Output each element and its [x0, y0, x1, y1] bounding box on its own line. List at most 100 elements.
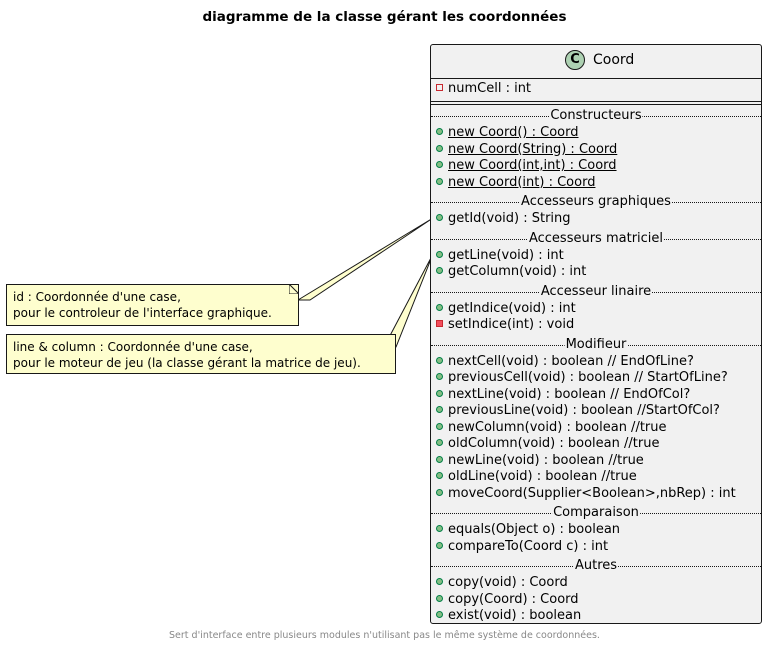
- method-signature: moveCoord(Supplier<Boolean>,nbRep) : int: [448, 485, 736, 501]
- method-row: moveCoord(Supplier<Boolean>,nbRep) : int: [436, 486, 736, 502]
- method-row: new Coord(String) : Coord: [436, 142, 617, 158]
- note-id-line2: pour le controleur de l'interface graphi…: [13, 306, 272, 320]
- public-method-icon: [436, 373, 443, 380]
- section-header: Autres: [431, 558, 761, 574]
- method-row: previousLine(void) : boolean //StartOfCo…: [436, 403, 720, 419]
- note-id: id : Coordonnée d'une case, pour le cont…: [6, 284, 299, 326]
- method-signature: oldColumn(void) : boolean //true: [448, 436, 660, 451]
- method-row: copy(Coord) : Coord: [436, 592, 579, 608]
- method-row: getLine(void) : int: [436, 248, 564, 264]
- method-row: getId(void) : String: [436, 211, 571, 227]
- method-signature: getColumn(void) : int: [448, 264, 587, 279]
- public-method-icon: [436, 525, 443, 532]
- method-signature: getId(void) : String: [448, 211, 571, 226]
- section-header: Constructeurs: [431, 108, 761, 124]
- method-signature: setIndice(int) : void: [448, 317, 575, 332]
- public-method-icon: [436, 472, 443, 479]
- public-method-icon: [436, 455, 443, 463]
- method-row: oldLine(void) : boolean //true: [436, 469, 637, 485]
- method-signature: newLine(void) : boolean //true: [448, 452, 644, 468]
- footer-caption: Sert d'interface entre plusieurs modules…: [169, 630, 600, 641]
- note-line-column: line & column : Coordonnée d'une case, p…: [6, 334, 396, 374]
- public-method-icon: [436, 389, 443, 397]
- method-row: equals(Object o) : boolean: [436, 522, 620, 538]
- note-linecol-line1: line & column : Coordonnée d'une case,: [13, 340, 253, 354]
- field-numcell: numCell : int: [436, 81, 531, 97]
- public-method-icon: [436, 541, 443, 549]
- class-header: C Coord: [431, 45, 761, 78]
- method-signature: new Coord(String) : Coord: [448, 141, 618, 157]
- method-row: new Coord(int) : Coord: [436, 175, 595, 191]
- public-method-icon: [436, 422, 443, 430]
- method-signature: getLine(void) : int: [448, 247, 564, 263]
- fields-divider-bottom: [431, 104, 761, 105]
- public-method-icon: [436, 488, 443, 496]
- method-signature: nextCell(void) : boolean // EndOfLine?: [448, 353, 694, 369]
- method-signature: copy(void) : Coord: [448, 575, 568, 590]
- public-method-icon: [436, 356, 443, 364]
- method-signature: previousCell(void) : boolean // StartOfL…: [448, 370, 728, 385]
- section-header: Accesseurs matriciel: [431, 230, 761, 247]
- section-label: Autres: [573, 558, 619, 574]
- header-divider: [431, 78, 761, 79]
- section-label: Comparaison: [552, 505, 640, 521]
- method-row: oldColumn(void) : boolean //true: [436, 436, 659, 452]
- public-method-icon: [436, 303, 443, 311]
- method-row: getColumn(void) : int: [436, 264, 586, 280]
- method-signature: nextLine(void) : boolean // EndOfCol?: [448, 386, 691, 402]
- diagram-title: diagramme de la classe gérant les coordo…: [202, 9, 567, 25]
- private-field-icon: [436, 84, 443, 91]
- private-method-icon: [436, 320, 443, 327]
- note-id-line1: id : Coordonnée d'une case,: [13, 290, 181, 304]
- section-label: Constructeurs: [549, 108, 643, 124]
- section-label: Accesseur linaire: [539, 283, 653, 300]
- section-header: Modifieur: [431, 336, 761, 353]
- method-signature: copy(Coord) : Coord: [448, 591, 579, 607]
- class-name: Coord: [593, 52, 635, 68]
- section-header: Accesseur linaire: [431, 283, 761, 300]
- public-method-icon: [436, 594, 443, 602]
- method-row: new Coord() : Coord: [436, 125, 579, 141]
- method-row: setIndice(int) : void: [436, 317, 574, 333]
- class-stereotype-icon: C: [565, 50, 585, 70]
- method-signature: oldLine(void) : boolean //true: [448, 469, 637, 484]
- method-signature: new Coord(int,int) : Coord: [448, 158, 617, 173]
- section-label: Accesseurs graphiques: [520, 194, 672, 210]
- method-row: previousCell(void) : boolean // StartOfL…: [436, 370, 728, 386]
- method-signature: new Coord(int) : Coord: [448, 174, 596, 190]
- method-row: getIndice(void) : int: [436, 301, 576, 317]
- method-row: nextLine(void) : boolean // EndOfCol?: [436, 387, 690, 403]
- section-header: Comparaison: [431, 505, 761, 521]
- public-method-icon: [436, 128, 443, 135]
- public-method-icon: [436, 406, 443, 413]
- method-row: exist(void) : boolean: [436, 608, 581, 624]
- public-method-icon: [436, 611, 443, 618]
- method-signature: previousLine(void) : boolean //StartOfCo…: [448, 403, 720, 418]
- method-signature: equals(Object o) : boolean: [448, 522, 621, 537]
- method-row: nextCell(void) : boolean // EndOfLine?: [436, 354, 694, 370]
- public-method-icon: [436, 267, 443, 274]
- public-method-icon: [436, 214, 443, 221]
- note-linecol-line2: pour le moteur de jeu (la classe gérant …: [13, 356, 361, 370]
- public-method-icon: [436, 439, 443, 446]
- section-label: Accesseurs matriciel: [527, 230, 665, 247]
- public-method-icon: [436, 250, 443, 258]
- method-signature: new Coord() : Coord: [448, 125, 579, 140]
- method-signature: exist(void) : boolean: [448, 608, 582, 623]
- method-row: new Coord(int,int) : Coord: [436, 158, 617, 174]
- section-header: Accesseurs graphiques: [431, 194, 761, 210]
- public-method-icon: [436, 177, 443, 185]
- section-label: Modifieur: [564, 336, 628, 353]
- public-method-icon: [436, 144, 443, 152]
- method-signature: getIndice(void) : int: [448, 300, 576, 316]
- method-row: copy(void) : Coord: [436, 575, 568, 591]
- method-signature: newColumn(void) : boolean //true: [448, 419, 667, 435]
- public-method-icon: [436, 578, 443, 585]
- method-row: newLine(void) : boolean //true: [436, 453, 644, 469]
- method-row: compareTo(Coord c) : int: [436, 539, 608, 555]
- fields-divider-top: [431, 101, 761, 102]
- method-signature: compareTo(Coord c) : int: [448, 538, 609, 554]
- method-row: newColumn(void) : boolean //true: [436, 420, 667, 436]
- public-method-icon: [436, 161, 443, 168]
